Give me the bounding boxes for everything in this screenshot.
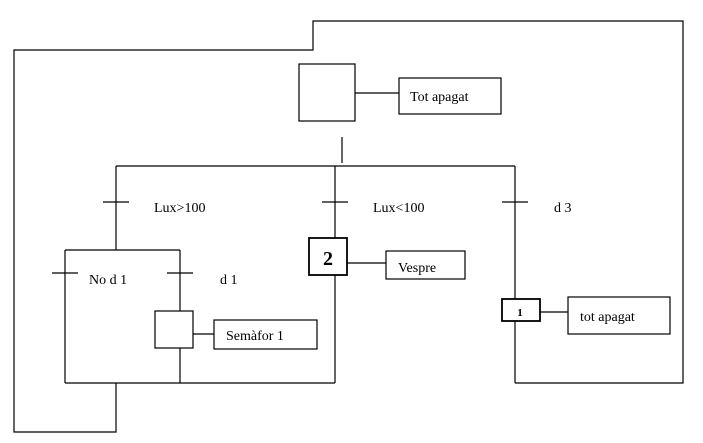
transition-no-d1-label: No d 1 [89, 273, 127, 288]
step-2-action-box [385, 250, 466, 280]
step-2-box [308, 237, 348, 276]
feedback-loop-line [13, 20, 684, 433]
transition-lux-high-label: Lux>100 [154, 201, 205, 216]
step-semafor-action-label: Semàfor 1 [226, 329, 284, 344]
transition-d1-label: d 1 [220, 273, 238, 288]
step-1-action-label: tot apagat [580, 310, 635, 325]
step-2-action-label: Vespre [398, 261, 436, 276]
transition-lux-low-label: Lux<100 [373, 201, 424, 216]
step-2-label: 2 [323, 248, 333, 270]
initial-action-label: Tot apagat [410, 90, 469, 105]
step-1-action-box [567, 296, 671, 335]
step-1-box [501, 298, 541, 322]
initial-action-box [398, 77, 502, 115]
transition-d3-label: d 3 [554, 201, 572, 216]
step-semafor-action-box [213, 319, 318, 350]
step-semafor-box [154, 310, 194, 349]
initial-step-box [298, 63, 356, 122]
step-1-label: 1 [517, 307, 523, 319]
